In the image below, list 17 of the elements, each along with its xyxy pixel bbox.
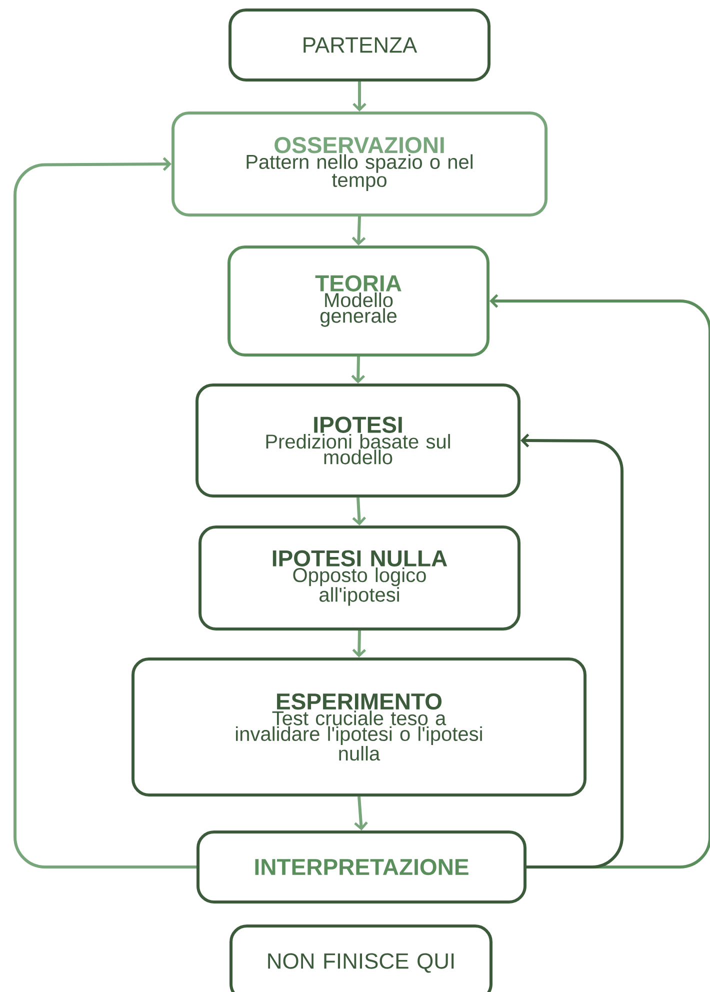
start-box: PARTENZA xyxy=(228,8,490,82)
process-box: IPOTESI NULLA Opposto logico all'ipotesi xyxy=(198,526,520,630)
process-box: OSSERVAZIONI Pattern nello spazio o nel tempo xyxy=(172,112,548,216)
process-box: IPOTESI Predizioni basate sul modello xyxy=(196,384,520,498)
arrow xyxy=(352,497,366,526)
arrow xyxy=(351,356,366,384)
arrow xyxy=(520,434,624,868)
arrow xyxy=(490,294,710,868)
arrow xyxy=(352,216,366,246)
process-box: INTERPRETAZIONE xyxy=(196,830,526,904)
process-box: ESPERIMENTO Test cruciale teso a invalidare l'ipotesi o l'ipotesi nulla xyxy=(132,658,586,796)
arrow xyxy=(354,796,368,830)
end-box: NON FINISCE QUI xyxy=(230,924,492,992)
arrow xyxy=(352,82,366,112)
arrow xyxy=(352,630,366,658)
arrow xyxy=(14,157,196,868)
process-box: TEORIA Modello generale xyxy=(228,246,490,356)
